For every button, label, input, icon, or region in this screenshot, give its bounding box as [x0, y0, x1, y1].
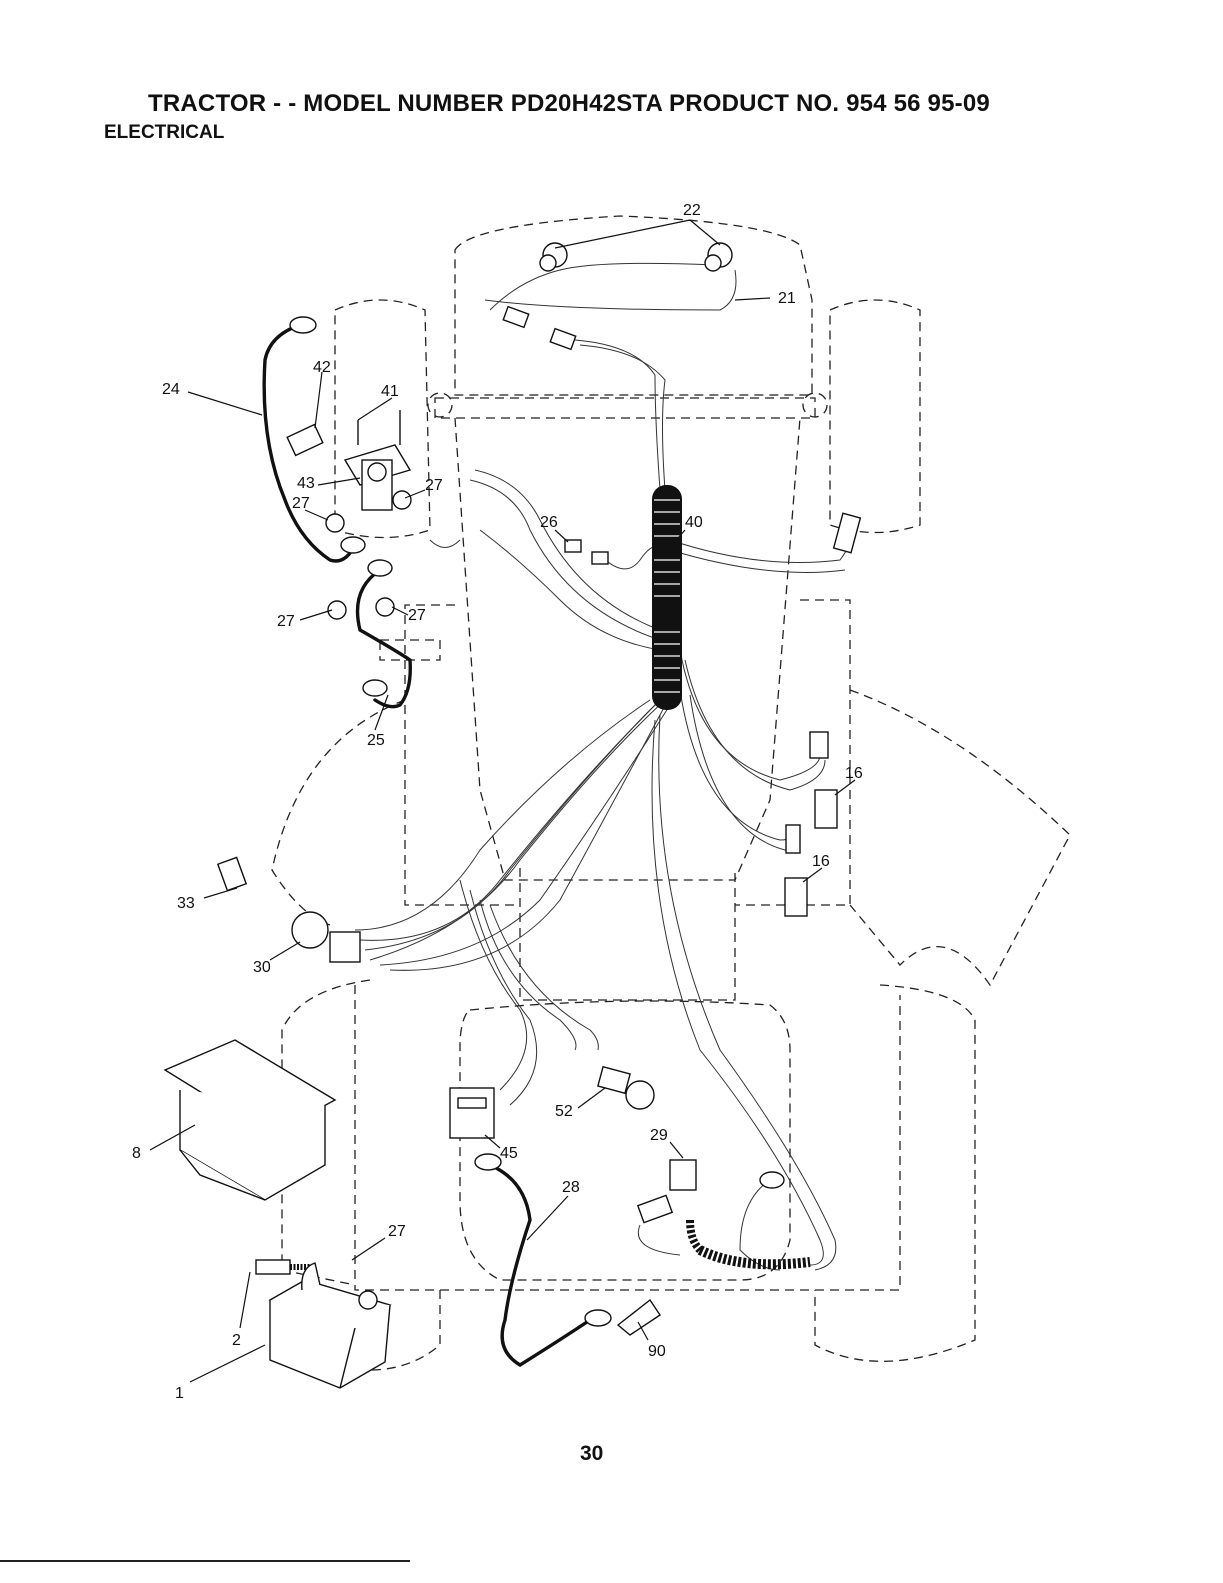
callout-27: 27	[277, 613, 295, 630]
callout-21: 21	[778, 290, 796, 307]
callout-25: 25	[367, 732, 385, 749]
callout-42: 42	[313, 359, 331, 376]
page-number: 30	[580, 1442, 603, 1466]
battery-box	[165, 1040, 335, 1200]
callout-43: 43	[297, 475, 315, 492]
ignition-key-and-switch	[218, 857, 360, 962]
callout-30: 30	[253, 959, 271, 976]
harness-loom	[652, 485, 810, 1264]
fuse-holder-and-plug	[598, 1067, 696, 1335]
callout-29: 29	[650, 1127, 668, 1144]
callout-52: 52	[555, 1103, 573, 1120]
hour-meter	[450, 1088, 494, 1138]
callout-41: 41	[381, 383, 399, 400]
battery	[256, 1260, 390, 1388]
callout-27: 27	[425, 477, 443, 494]
callout-33: 33	[177, 895, 195, 912]
leader-lines	[150, 220, 855, 1382]
callout-45: 45	[500, 1145, 518, 1162]
callout-8: 8	[132, 1145, 141, 1162]
callout-27: 27	[408, 607, 426, 624]
callout-1: 1	[175, 1385, 184, 1402]
callout-90: 90	[648, 1343, 666, 1360]
callout-16: 16	[845, 765, 863, 782]
callout-2: 2	[232, 1332, 241, 1349]
callout-16: 16	[812, 853, 830, 870]
callout-26: 26	[540, 514, 558, 531]
callout-22: 22	[683, 202, 701, 219]
wiring-harness	[355, 263, 851, 1270]
callout-27: 27	[388, 1223, 406, 1240]
callout-labels: 22 21 24 42 41 43 27 27 27 27 26 40 25 1…	[132, 202, 863, 1402]
callout-28: 28	[562, 1179, 580, 1196]
callout-27: 27	[292, 495, 310, 512]
callout-40: 40	[685, 514, 703, 531]
headlights	[503, 243, 732, 349]
callout-24: 24	[162, 381, 180, 398]
bottom-rule	[0, 1560, 410, 1562]
